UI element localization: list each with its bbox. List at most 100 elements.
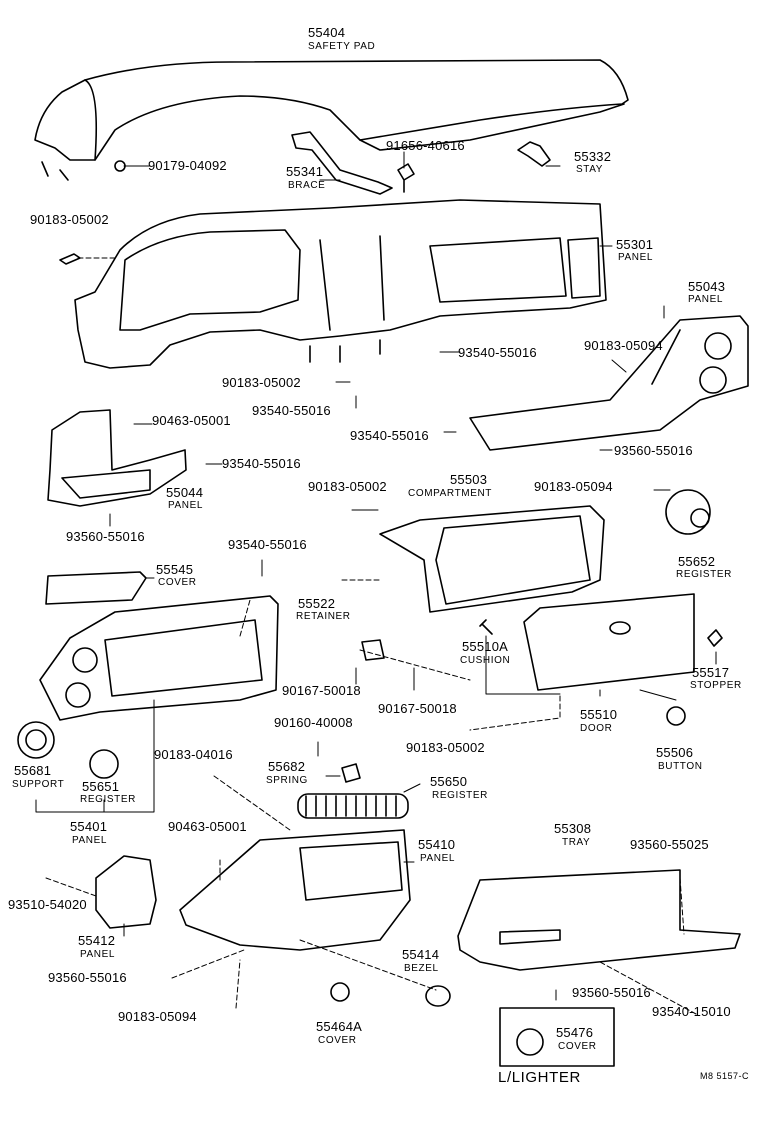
name-55308: TRAY <box>562 837 591 848</box>
safety-pad-drawing <box>34 59 629 181</box>
label-93560-55016-d: 93560-55016 <box>572 985 651 1000</box>
right-panel-drawing <box>469 315 749 451</box>
name-55401: PANEL <box>72 835 108 846</box>
name-55652: REGISTER <box>676 569 732 580</box>
label-90167-50018-b: 90167-50018 <box>378 701 457 716</box>
name-55464A: COVER <box>318 1035 357 1046</box>
label-55503: 55503 <box>450 472 488 487</box>
label-55510A: 55510A <box>462 639 509 654</box>
name-55510: DOOR <box>580 723 613 734</box>
label-90183-04016: 90183-04016 <box>154 747 233 762</box>
label-55545: 55545 <box>156 562 194 577</box>
label-93560-55016-c: 93560-55016 <box>48 970 127 985</box>
main-panel-drawing <box>74 199 607 369</box>
label-55522: 55522 <box>298 596 336 611</box>
label-90167-50018-a: 90167-50018 <box>282 683 361 698</box>
name-55404: SAFETY PAD <box>308 41 376 52</box>
name-55341: BRACE <box>288 180 326 191</box>
label-55681: 55681 <box>14 763 52 778</box>
name-55410: PANEL <box>420 853 456 864</box>
door-drawing <box>523 593 695 691</box>
compartment-drawing <box>379 505 605 613</box>
register-55652-drawing <box>665 489 711 535</box>
cover-55545-drawing <box>45 571 147 605</box>
label-55651: 55651 <box>82 779 120 794</box>
center-panel-drawing <box>179 829 411 951</box>
label-93560-55016-a: 93560-55016 <box>614 443 693 458</box>
name-55545: COVER <box>158 577 197 588</box>
leader-lines <box>35 151 717 1015</box>
retainer-drawing <box>361 639 385 661</box>
center-register-drawing <box>297 793 409 819</box>
side-panel-drawing <box>95 855 157 929</box>
name-55506: BUTTON <box>658 761 703 772</box>
name-55412: PANEL <box>80 949 116 960</box>
inset-title: L/LIGHTER <box>498 1069 581 1086</box>
label-55510: 55510 <box>580 707 618 722</box>
label-93540-15010: 93540-15010 <box>652 1004 731 1019</box>
left-panel-drawing <box>47 409 187 507</box>
name-55682: SPRING <box>266 775 308 786</box>
label-55506: 55506 <box>656 745 694 760</box>
label-55650: 55650 <box>430 774 468 789</box>
label-55476: 55476 <box>556 1025 594 1040</box>
label-91656-40616: 91656-40616 <box>386 138 465 153</box>
name-55414: BEZEL <box>404 963 439 974</box>
lighter-cover-drawing <box>516 1028 544 1056</box>
spring-drawing <box>341 763 361 783</box>
label-93540-55016-b: 93540-55016 <box>252 403 331 418</box>
label-90183-05002-c: 90183-05002 <box>308 479 387 494</box>
label-55401: 55401 <box>70 819 108 834</box>
label-55410: 55410 <box>418 837 456 852</box>
label-55044: 55044 <box>166 485 204 500</box>
name-55044: PANEL <box>168 500 204 511</box>
label-55308: 55308 <box>554 821 592 836</box>
register-55651-drawing <box>89 749 119 779</box>
label-90160-40008: 90160-40008 <box>274 715 353 730</box>
label-90183-05002-a: 90183-05002 <box>30 212 109 227</box>
label-55414: 55414 <box>402 947 440 962</box>
label-93540-55016-e: 93540-55016 <box>228 537 307 552</box>
name-55476: COVER <box>558 1041 597 1052</box>
label-55682: 55682 <box>268 759 306 774</box>
label-90183-05094-b: 90183-05094 <box>534 479 613 494</box>
cushion-drawing <box>479 619 493 635</box>
name-55043: PANEL <box>688 294 724 305</box>
label-90183-05002-b: 90183-05002 <box>222 375 301 390</box>
cover-55464a-drawing <box>330 982 350 1002</box>
name-55522: RETAINER <box>296 611 351 622</box>
label-55652: 55652 <box>678 554 716 569</box>
name-55517: STOPPER <box>690 680 742 691</box>
label-55404: 55404 <box>308 25 346 40</box>
label-90183-05094-a: 90183-05094 <box>584 338 663 353</box>
brace-drawing <box>59 131 551 265</box>
label-55301: 55301 <box>616 237 654 252</box>
name-55301: PANEL <box>618 252 654 263</box>
drawing-code: M8 5157-C <box>700 1071 750 1081</box>
label-90463-05001-a: 90463-05001 <box>152 413 231 428</box>
support-55681-drawing <box>17 721 55 759</box>
label-90179-04092: 90179-04092 <box>148 158 227 173</box>
name-55503: COMPARTMENT <box>408 488 493 499</box>
label-90183-05094-c: 90183-05094 <box>118 1009 197 1024</box>
label-55517: 55517 <box>692 665 730 680</box>
label-93540-55016-a: 93540-55016 <box>458 345 537 360</box>
label-55332: 55332 <box>574 149 612 164</box>
name-55332: STAY <box>576 164 604 175</box>
bezel-drawing <box>425 985 451 1007</box>
label-93540-55016-d: 93540-55016 <box>222 456 301 471</box>
tray-drawing <box>457 869 741 971</box>
label-93560-55016-b: 93560-55016 <box>66 529 145 544</box>
label-90463-05001-b: 90463-05001 <box>168 819 247 834</box>
name-55650: REGISTER <box>432 790 488 801</box>
cluster-panel-drawing <box>39 595 279 721</box>
label-93510-54020: 93510-54020 <box>8 897 87 912</box>
label-93540-55016-c: 93540-55016 <box>350 428 429 443</box>
name-55510A: CUSHION <box>460 655 511 666</box>
name-55681: SUPPORT <box>12 779 65 790</box>
lighter-inset-box <box>499 1007 615 1067</box>
stopper-drawing <box>707 629 723 647</box>
label-55341: 55341 <box>286 164 324 179</box>
